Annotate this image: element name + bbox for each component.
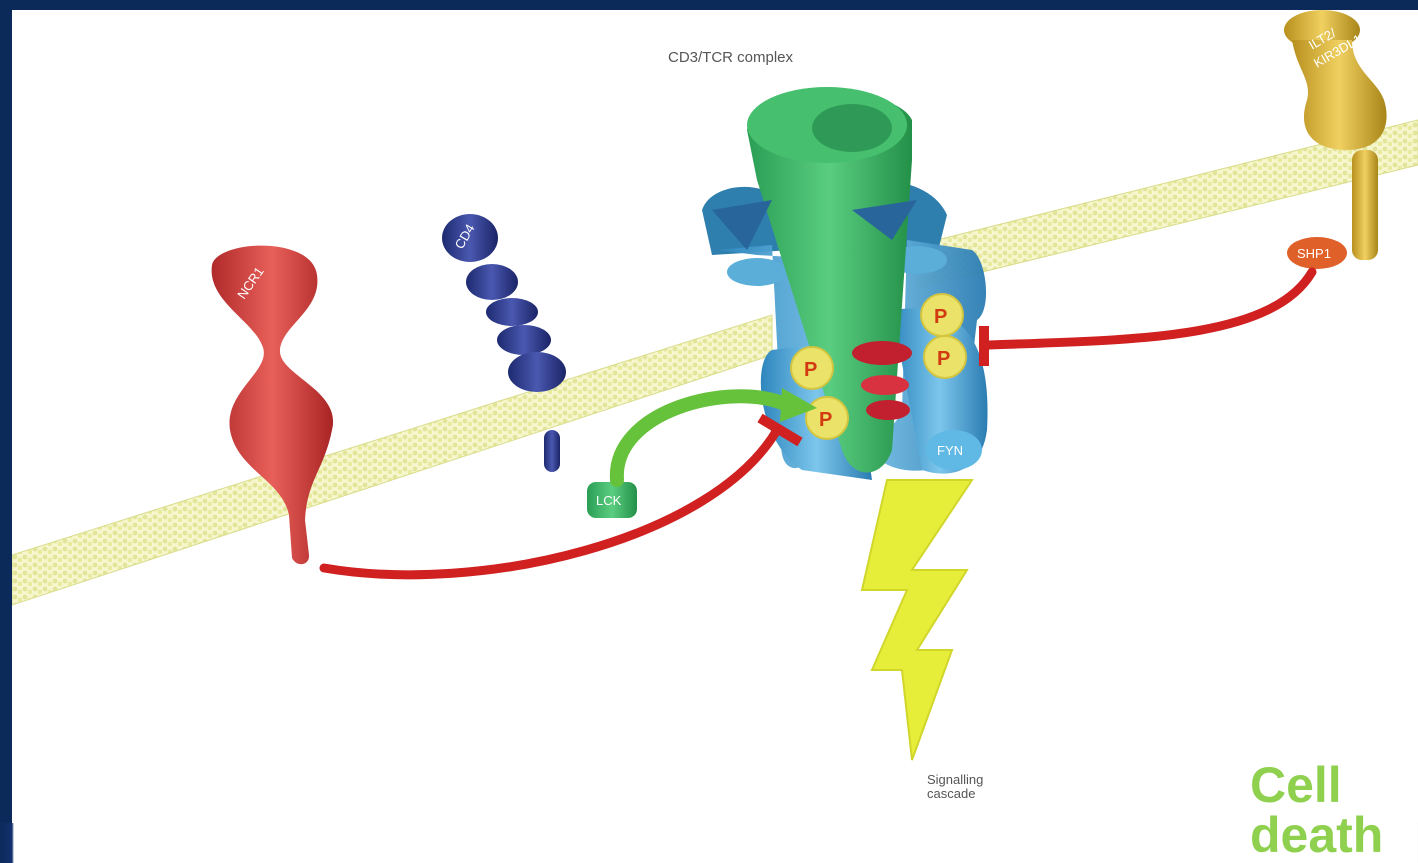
lck-label: LCK (596, 493, 622, 508)
shp1-inhibition-arrow (984, 272, 1312, 366)
pathway-diagram: NCR1 CD4 CD3/TCR complex (12, 10, 1418, 823)
svg-text:P: P (937, 348, 950, 370)
shp1-phosphatase: SHP1 (1287, 237, 1347, 269)
fyn-label: FYN (937, 443, 963, 458)
phospho-3: P (921, 294, 963, 336)
signalling-cascade-label: Signalling cascade (927, 773, 983, 801)
fyn-kinase: FYN (926, 430, 982, 470)
diagram-canvas: NCR1 CD4 CD3/TCR complex (12, 10, 1418, 823)
phospho-2: P (806, 397, 848, 439)
membrane-left (12, 315, 772, 605)
svg-text:P: P (934, 306, 947, 328)
outcome-label: Cell death (1250, 760, 1418, 860)
phospho-4: P (924, 336, 966, 378)
svg-text:P: P (804, 359, 817, 381)
lck-kinase: LCK (587, 482, 637, 518)
phospho-1: P (791, 347, 833, 389)
signalling-lightning (862, 480, 972, 760)
svg-text:P: P (819, 409, 832, 431)
shp1-label: SHP1 (1297, 246, 1331, 261)
complex-label: CD3/TCR complex (668, 49, 794, 66)
